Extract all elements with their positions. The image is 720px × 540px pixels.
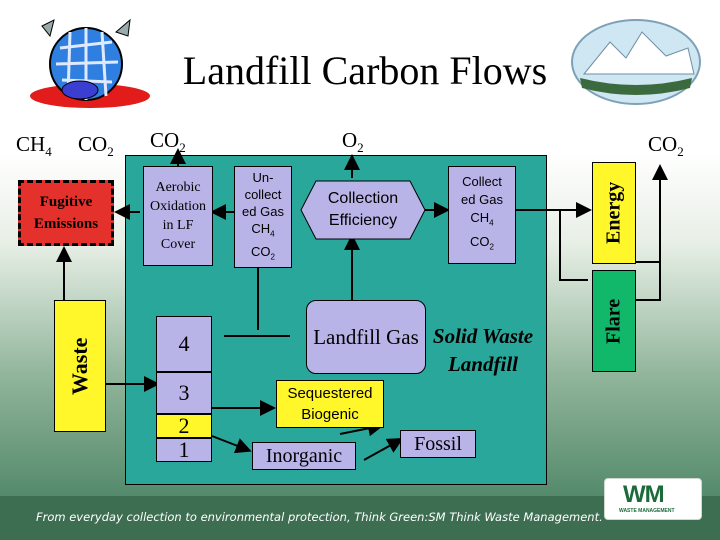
footer-tagline: From everyday collection to environmenta… [36,510,603,524]
uncollected-ch4-text: CH [251,220,271,236]
waste-box: Waste [54,300,106,432]
inorganic-box: Inorganic [252,442,356,470]
wm-logo-mark: WM [623,481,665,508]
ch4-label-text: CH [16,132,46,156]
inorganic-label: Inorganic [265,444,343,467]
waste-label: Waste [67,337,92,395]
aerobic-oxidation-box: Aerobic Oxidation in LF Cover [143,166,213,266]
collected-ch4-sub: 4 [489,219,494,228]
co2-left-label: CO2 [78,132,114,160]
uncollected-line2: collect [244,186,282,202]
step-3-box: 3 [156,372,212,414]
solid-waste-landfill-label: Solid Waste Landfill [432,324,534,376]
fossil-box: Fossil [400,430,476,458]
uncollected-ch4-sub: 4 [270,229,275,239]
collected-co2-text: CO [470,234,490,249]
collected-co2-sub: 2 [489,242,494,252]
step-3-label: 3 [178,380,190,405]
co2-right-label-text: CO [648,132,678,156]
step-4-box: 4 [156,316,212,372]
step-1-box: 1 [156,437,212,462]
co2-mid-label-sub: 2 [179,140,186,156]
landfill-gas-label: Landfill Gas [313,325,419,349]
sequestered-biogenic-box: Sequestered Biogenic [276,380,384,428]
uncollected-line1: Un- [252,169,274,185]
uncollected-ch4: CH4 [251,220,274,243]
uncollected-line3: ed Gas [242,203,284,219]
wm-logo-sub: WASTE MANAGEMENT [619,508,675,514]
co2-left-label-text: CO [78,132,108,156]
flare-label: Flare [602,298,625,344]
energy-label: Energy [602,181,625,245]
iceberg-clipart [570,18,702,106]
collection-efficiency-shape: Collection Efficiency [300,180,426,240]
collected-ch4-text: CH [470,210,490,226]
co2-right-label: CO2 [648,132,684,160]
collected-ch4: CH4 [470,209,493,233]
melting-earth-clipart [20,12,152,110]
fossil-label: Fossil [414,432,462,455]
footer-bar [0,496,720,540]
uncollected-co2: CO2 [251,243,275,266]
o2-label-text: O [342,128,358,152]
step-2-label: 2 [178,413,190,438]
collected-co2: CO2 [470,233,494,257]
collected-line2: ed Gas [461,192,503,208]
ch4-label: CH4 [16,132,52,160]
ch4-label-sub: 4 [45,144,52,160]
co2-right-label-sub: 2 [677,144,684,160]
sequestered-biogenic-label: Sequestered Biogenic [287,385,373,423]
uncollected-co2-sub: 2 [270,252,275,262]
landfill-gas-box: Landfill Gas [306,300,426,374]
collection-efficiency-label: Collection Efficiency [327,190,399,229]
collected-line1: Collect [462,174,502,190]
waste-management-logo: WM WASTE MANAGEMENT [604,478,702,520]
aerobic-oxidation-label: Aerobic Oxidation in LF Cover [150,180,206,252]
o2-label: O2 [342,128,364,156]
flare-box: Flare [592,270,636,372]
fugitive-emissions-box: Fugitive Emissions [18,180,114,246]
uncollected-gas-box: Un- collect ed Gas CH4 CO2 [234,166,292,268]
o2-label-sub: 2 [357,140,364,156]
step-1-label: 1 [178,437,190,462]
uncollected-co2-text: CO [251,243,271,259]
page-title: Landfill Carbon Flows [182,48,548,93]
collected-gas-box: Collect ed Gas CH4 CO2 [448,166,516,264]
step-2-box: 2 [156,413,212,438]
co2-left-label-sub: 2 [107,144,114,160]
step-4-label: 4 [178,331,190,356]
energy-box: Energy [592,162,636,264]
